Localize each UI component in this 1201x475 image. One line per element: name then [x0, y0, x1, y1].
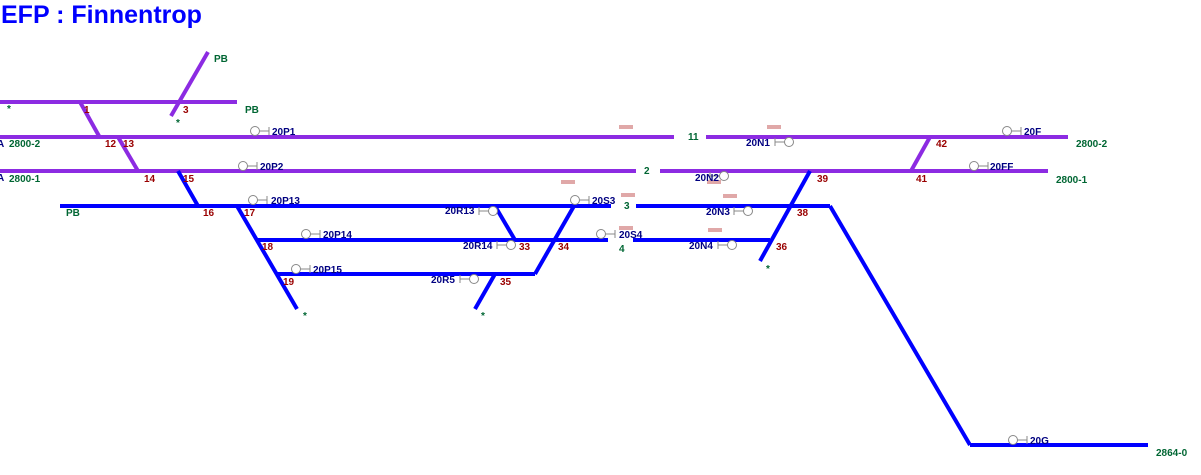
switch-number[interactable]: 41: [916, 174, 928, 185]
line-label: A: [0, 139, 4, 150]
switch-number[interactable]: 3: [183, 105, 189, 116]
switch-number[interactable]: 12: [105, 139, 117, 150]
signal-icon[interactable]: [570, 195, 590, 205]
switch-number[interactable]: 15: [183, 174, 195, 185]
marker: [708, 228, 722, 232]
signal-label[interactable]: 20R5: [431, 275, 455, 286]
signal-label[interactable]: 20P2: [260, 162, 284, 173]
switch-number[interactable]: 1: [84, 105, 90, 116]
signal-label[interactable]: 20N3: [706, 207, 730, 218]
signal-icon[interactable]: [774, 137, 794, 147]
line-label: 2864-0: [1156, 448, 1188, 459]
signal-icon[interactable]: [238, 161, 258, 171]
signal-icons: [238, 126, 1028, 445]
signal-label[interactable]: 20N1: [746, 138, 770, 149]
signal-icon[interactable]: [1008, 435, 1028, 445]
track-number: 4: [619, 244, 625, 255]
switch-number[interactable]: 14: [144, 174, 156, 185]
line-label: A: [0, 173, 4, 184]
signal-icon[interactable]: [459, 274, 479, 284]
signal-label[interactable]: 20G: [1030, 436, 1049, 447]
occupancy-markers: [561, 125, 781, 232]
signal-label[interactable]: 20P1: [272, 127, 296, 138]
purple-tracks: [0, 50, 1068, 173]
signal-label[interactable]: 20R14: [463, 241, 493, 252]
page-title: EFP : Finnentrop: [1, 1, 202, 29]
switch-number[interactable]: 38: [797, 208, 809, 219]
line-label: PB: [245, 105, 259, 116]
switch-numbers: 1 3 12 13 14 15 16 17 18 19 33 34 35 36 …: [84, 105, 948, 288]
end-marker: *: [481, 311, 485, 322]
signal-label[interactable]: 20P15: [313, 265, 342, 276]
switch-number[interactable]: 16: [203, 208, 215, 219]
line-label: 2800-1: [1056, 175, 1088, 186]
switch-diagonal[interactable]: [493, 204, 517, 242]
line-labels: PB PB PB A A 2800-2 2800-1 2800-2 2800-1…: [0, 54, 1188, 459]
switch-number[interactable]: 35: [500, 277, 512, 288]
track-number: 3: [624, 201, 630, 212]
switch-diagonal[interactable]: [909, 136, 932, 172]
line-label: 2800-2: [1076, 139, 1108, 150]
signal-icon[interactable]: [596, 229, 616, 239]
marker: [767, 125, 781, 129]
signal-icon[interactable]: [250, 126, 270, 136]
end-marker: *: [7, 104, 11, 115]
end-marker: *: [303, 311, 307, 322]
switch-number[interactable]: 36: [776, 242, 788, 253]
switch-number[interactable]: 33: [519, 242, 531, 253]
signal-label[interactable]: 20F: [1024, 127, 1041, 138]
end-marker: *: [176, 118, 180, 129]
signal-label[interactable]: 20N2: [695, 173, 719, 184]
signal-icon[interactable]: [248, 195, 268, 205]
line-label: 2800-1: [9, 174, 41, 185]
switch-number[interactable]: 34: [558, 242, 570, 253]
track-number: 2: [644, 166, 650, 177]
switch-diagonal[interactable]: [235, 204, 299, 311]
switch-number[interactable]: 19: [283, 277, 295, 288]
track-2864-diagonal[interactable]: [828, 204, 972, 447]
signal-icon[interactable]: [709, 171, 729, 181]
signal-icon[interactable]: [969, 161, 989, 171]
spur-track[interactable]: [473, 273, 497, 310]
line-label: 2800-2: [9, 139, 41, 150]
end-marker: *: [766, 264, 770, 275]
line-label: PB: [66, 208, 80, 219]
switch-diagonal[interactable]: [533, 205, 576, 275]
signal-label[interactable]: 20S3: [592, 196, 616, 207]
switch-number[interactable]: 13: [123, 139, 135, 150]
signal-icon[interactable]: [1002, 126, 1022, 136]
track-number: 11: [688, 132, 699, 143]
signal-label[interactable]: 20R13: [445, 206, 475, 217]
signal-label[interactable]: 20P14: [323, 230, 352, 241]
switch-number[interactable]: 17: [244, 208, 256, 219]
signal-label[interactable]: 20N4: [689, 241, 713, 252]
marker: [561, 180, 575, 184]
blue-tracks: [60, 170, 1148, 447]
line-label: PB: [214, 54, 228, 65]
signal-label[interactable]: 20P13: [271, 196, 300, 207]
signal-names: 20P1 20P2 20P13 20P14 20P15 20R13 20R14 …: [260, 127, 1049, 447]
signal-icon[interactable]: [717, 240, 737, 250]
signal-label[interactable]: 20FF: [990, 162, 1013, 173]
switch-diagonal[interactable]: [176, 170, 200, 207]
signal-icon[interactable]: [301, 229, 321, 239]
switch-diagonal[interactable]: [78, 101, 101, 137]
switch-diagonal[interactable]: [116, 135, 140, 173]
signal-label[interactable]: 20S4: [619, 230, 643, 241]
switch-diagonal[interactable]: [758, 170, 812, 262]
switch-number[interactable]: 42: [936, 139, 948, 150]
marker: [723, 194, 737, 198]
switch-number[interactable]: 18: [262, 242, 274, 253]
pb-spur-track[interactable]: [169, 50, 210, 118]
marker: [619, 226, 633, 230]
switch-number[interactable]: 39: [817, 174, 829, 185]
track-numbers: 11 2 3 4: [619, 132, 699, 255]
marker: [707, 180, 721, 184]
marker: [621, 193, 635, 197]
signal-icon[interactable]: [496, 240, 516, 250]
marker: [619, 125, 633, 129]
signal-icon[interactable]: [291, 264, 311, 274]
signal-icon[interactable]: [733, 206, 753, 216]
signal-icon[interactable]: [478, 206, 498, 216]
